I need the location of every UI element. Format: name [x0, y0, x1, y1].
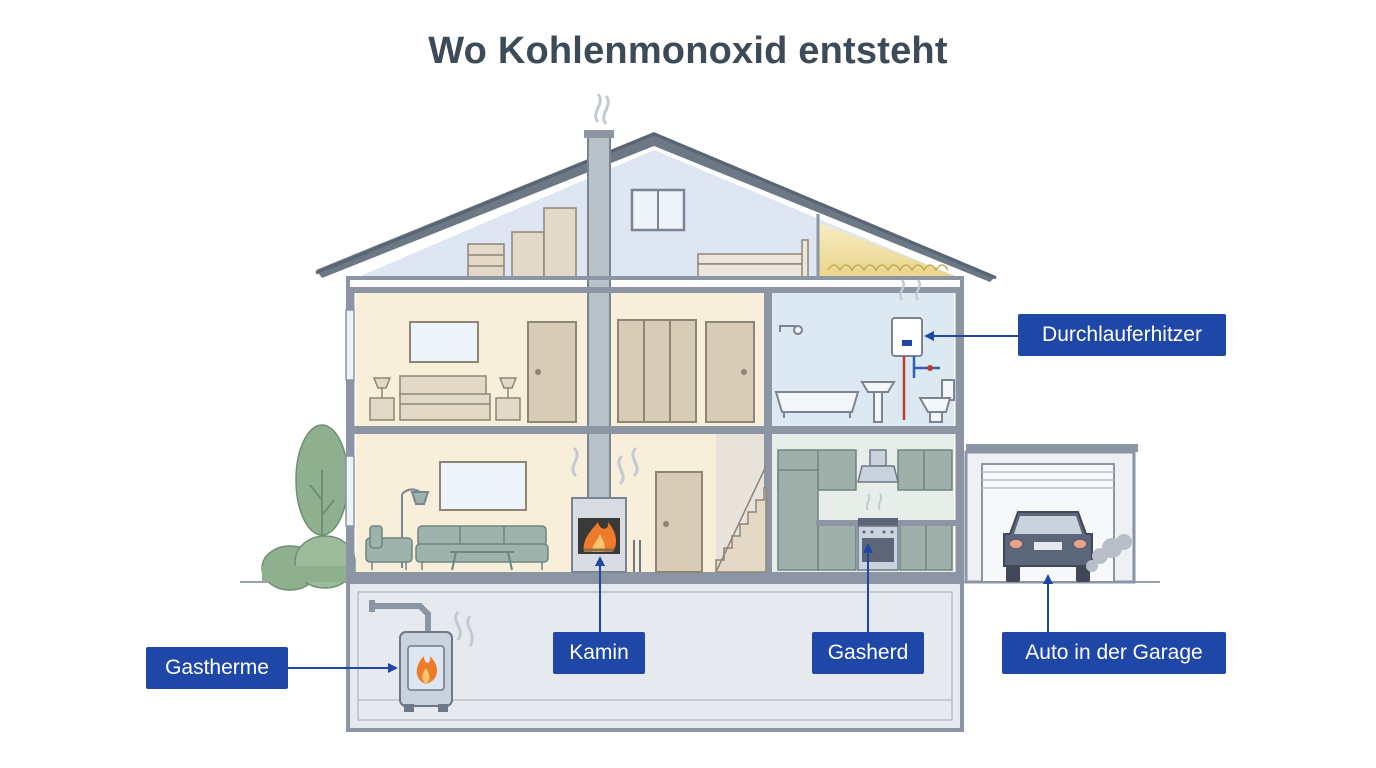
chimney-smoke-icon [594, 93, 610, 125]
bedroom-door [527, 321, 577, 423]
label-auto-in-der-garage: Auto in der Garage [1002, 632, 1226, 674]
sofa-icon [415, 525, 549, 570]
page-title: Wo Kohlenmonoxid entsteht [428, 30, 948, 72]
armchair-icon [365, 525, 413, 570]
chimney [587, 133, 611, 499]
attic-insulation [818, 222, 960, 278]
bedroom-door-2 [705, 321, 755, 423]
bush-icon [261, 535, 356, 591]
attic-bed [697, 239, 809, 279]
tree-icon [295, 424, 349, 582]
gas-boiler-icon [369, 600, 474, 712]
exhaust-smoke-icon [1086, 534, 1132, 572]
nightstand-lamp [369, 377, 521, 421]
label-gastherme: Gastherme [146, 647, 288, 689]
living-room-door [655, 471, 703, 573]
range-hood-icon [857, 449, 899, 483]
toilet-icon [918, 379, 955, 423]
gas-stove-icon [857, 493, 899, 571]
water-heater-icon [891, 279, 940, 420]
stairs-icon [715, 465, 767, 573]
label-kamin: Kamin [553, 632, 645, 674]
coffee-table-icon [450, 551, 514, 571]
label-durchlauferhitzer: Durchlauferhitzer [1018, 314, 1226, 356]
car-icon [1003, 511, 1093, 582]
bed-icon [399, 375, 491, 421]
bedroom-picture [409, 321, 479, 363]
sink-icon [860, 381, 896, 423]
wardrobe [617, 319, 697, 423]
label-gasherd: Gasherd [812, 632, 924, 674]
shower-bathtub-icon [774, 325, 860, 418]
living-room-window [439, 461, 527, 511]
